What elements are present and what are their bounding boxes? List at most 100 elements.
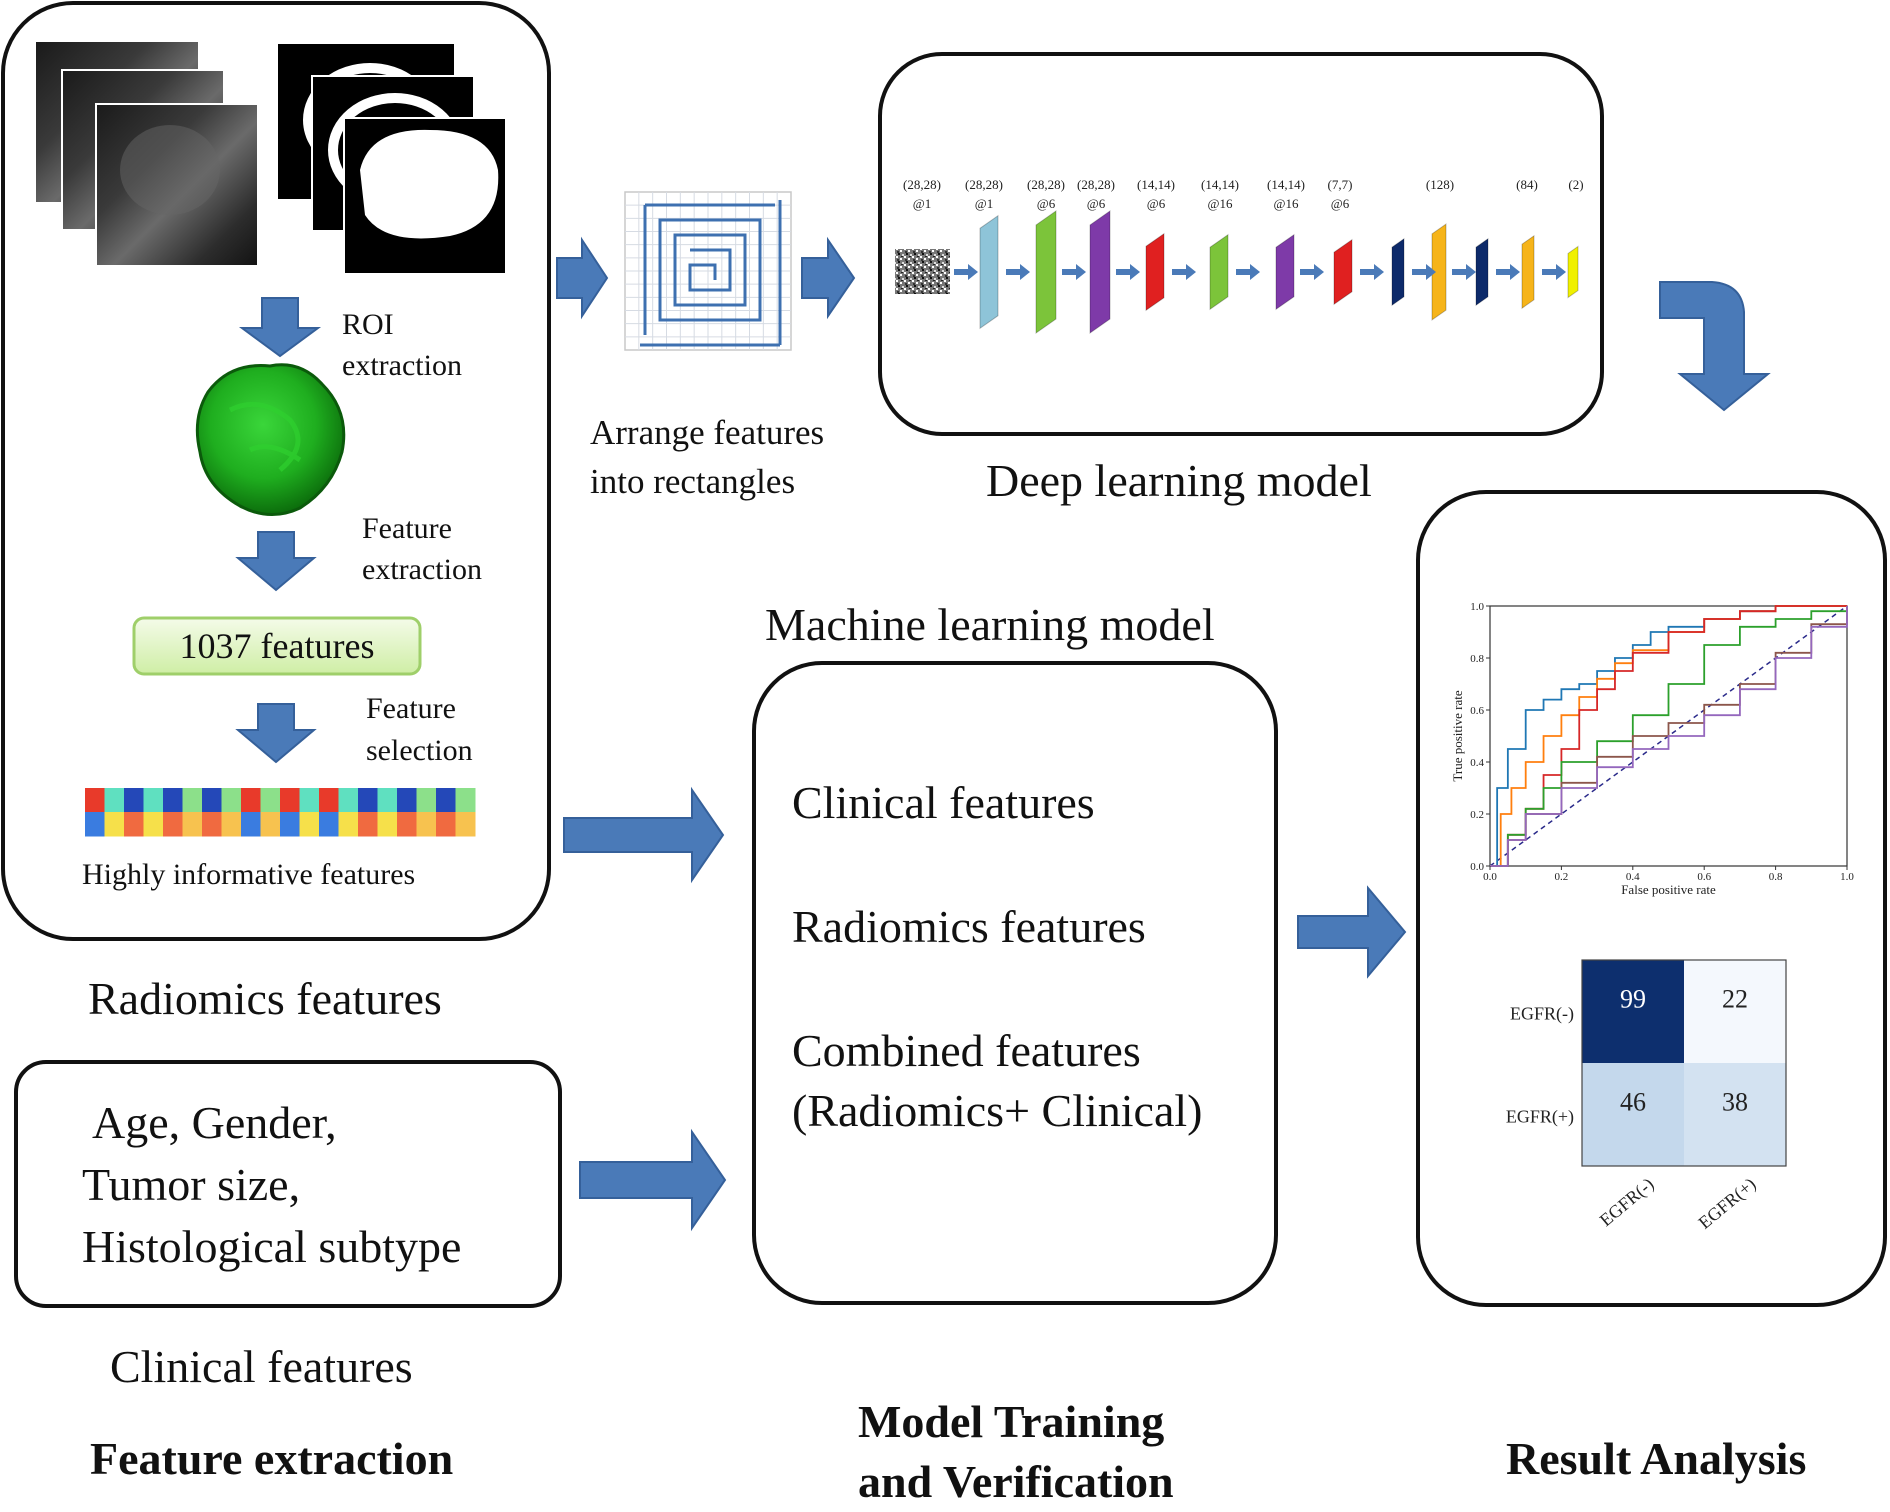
deep-learning-panel xyxy=(878,52,1604,436)
heatmap-cell xyxy=(416,788,437,813)
roc-curve xyxy=(1490,606,1848,867)
roc-xtick-label: 0.8 xyxy=(1769,871,1783,883)
layer-label-size: (14,14) xyxy=(1201,177,1239,192)
ct-slice-stack xyxy=(36,42,259,267)
confusion-cell xyxy=(1684,1063,1786,1166)
ml-item-combined: Combined features xyxy=(792,1025,1141,1076)
heatmap-cell xyxy=(455,788,476,813)
layer-arrow xyxy=(1006,264,1030,280)
ml-item-radiomics: Radiomics features xyxy=(792,901,1146,952)
clinical-line-3: Histological subtype xyxy=(82,1221,462,1272)
stage-model-training-line2: and Verification xyxy=(858,1456,1174,1507)
heatmap-cell xyxy=(104,788,125,813)
heatmap-cell xyxy=(104,812,125,837)
roc-ytick-label: 0.0 xyxy=(1470,861,1484,873)
layer-arrow xyxy=(1360,264,1384,280)
cnn-layer xyxy=(1035,210,1057,334)
roi-label-line1: ROI xyxy=(342,308,394,341)
layer-labels: (28,28)@1(28,28)@1(28,28)@6(28,28)@6(14,… xyxy=(903,177,1584,211)
heatmap-cell xyxy=(124,788,144,813)
extraction-label-line1: Feature xyxy=(362,512,452,545)
roi-label-line2: extraction xyxy=(342,349,462,382)
arrange-label-line1: Arrange features xyxy=(590,413,825,452)
confusion-row-label: EGFR(-) xyxy=(1510,1004,1574,1025)
heatmap-cell xyxy=(397,788,417,813)
heatmap-cell xyxy=(280,812,300,837)
heatmap-cell xyxy=(416,812,437,837)
layer-label-size: (28,28) xyxy=(965,177,1003,192)
heatmap-cell xyxy=(358,788,378,813)
roc-ytick-label: 0.2 xyxy=(1470,809,1484,821)
heatmap-cell xyxy=(319,812,339,837)
layer-arrow xyxy=(1236,264,1260,280)
roc-xtick-label: 1.0 xyxy=(1840,871,1854,883)
cnn-layer xyxy=(1431,223,1447,321)
confusion-row-label: EGFR(+) xyxy=(1506,1107,1574,1128)
heatmap-cell xyxy=(163,812,183,837)
stage-model-training: Model Training and Verification xyxy=(858,1392,1174,1512)
stage-feature-extraction: Feature extraction xyxy=(90,1433,454,1484)
heatmap-cell xyxy=(241,812,261,837)
heatmap-cell xyxy=(182,812,203,837)
arrow-to-arrange xyxy=(556,236,609,320)
layer-label-size: (2) xyxy=(1568,177,1583,192)
deep-learning-caption: Deep learning model xyxy=(986,455,1372,506)
roc-ytick-label: 0.8 xyxy=(1470,653,1484,665)
selection-label: Feature selection xyxy=(366,688,473,772)
layer-arrow xyxy=(1412,264,1436,280)
heatmap-cell xyxy=(163,788,183,813)
clinical-line-2: Tumor size, xyxy=(82,1159,301,1210)
layer-label-size: (7,7) xyxy=(1328,177,1353,192)
layer-label-depth: @16 xyxy=(1208,196,1233,211)
cnn-layer xyxy=(1475,237,1489,307)
cnn-layer xyxy=(979,214,999,330)
layer-label-size: (14,14) xyxy=(1267,177,1305,192)
clinical-panel xyxy=(14,1060,562,1308)
cnn-layer xyxy=(1089,210,1111,334)
layer-label-depth: @16 xyxy=(1274,196,1299,211)
heatmap-cell xyxy=(182,788,203,813)
layer-arrow xyxy=(1496,264,1520,280)
confusion-cell xyxy=(1582,1063,1684,1166)
machine-learning-panel xyxy=(752,661,1278,1305)
roc-ytick-label: 0.4 xyxy=(1470,757,1484,769)
cnn-layer xyxy=(1521,234,1535,310)
arrow-ml-to-results xyxy=(1297,885,1407,979)
arrange-label-line2: into rectangles xyxy=(590,462,796,501)
layer-label-size: (28,28) xyxy=(1077,177,1115,192)
heatmap-cell xyxy=(260,788,281,813)
heatmap-cell xyxy=(397,812,417,837)
confusion-value: 22 xyxy=(1722,985,1748,1014)
arrow-to-deep-learning xyxy=(801,236,856,320)
heatmap-cell xyxy=(202,812,222,837)
heatmap-cell xyxy=(202,788,222,813)
clinical-line-1: Age, Gender, xyxy=(92,1097,337,1148)
stage-model-training-line1: Model Training xyxy=(858,1396,1165,1447)
confusion-cell xyxy=(1684,960,1786,1063)
extraction-label-line2: extraction xyxy=(362,553,482,586)
roc-ytick-label: 1.0 xyxy=(1470,601,1484,613)
confusion-value: 99 xyxy=(1620,985,1646,1014)
confusion-border xyxy=(1581,959,1787,1167)
heatmap-cell xyxy=(85,788,105,813)
ml-item-clinical: Clinical features xyxy=(792,777,1095,828)
layer-label-depth: @6 xyxy=(1147,196,1166,211)
stage-result-analysis: Result Analysis xyxy=(1506,1433,1807,1484)
input-image xyxy=(895,249,950,294)
confusion-value: 46 xyxy=(1620,1088,1646,1117)
heatmap-cell xyxy=(358,812,378,837)
heatmap-cell xyxy=(377,812,398,837)
selection-label-line1: Feature xyxy=(366,692,456,725)
roc-xtick-label: 0.0 xyxy=(1483,871,1497,883)
layer-label-depth: @1 xyxy=(913,196,931,211)
heatmap-cell xyxy=(143,812,164,837)
clinical-caption: Clinical features xyxy=(110,1341,413,1392)
arrow-radiomics-to-ml xyxy=(563,786,725,884)
mask-slice-stack xyxy=(278,44,507,275)
layer-label-size: (28,28) xyxy=(903,177,941,192)
roc-chart: 0.00.00.20.20.40.40.60.60.80.81.01.0Fals… xyxy=(1450,601,1854,897)
roc-xtick-label: 0.2 xyxy=(1555,871,1569,883)
heatmap-cell xyxy=(436,812,456,837)
heatmap-cell xyxy=(338,812,359,837)
